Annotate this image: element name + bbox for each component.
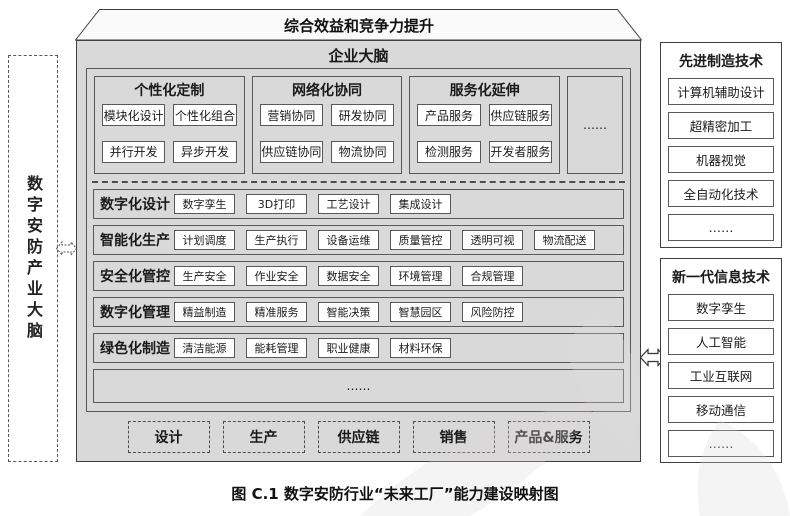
enterprise-brain-box: 企业大脑 个性化定制 模块化设计 个性化组合 并行开发 异步开发 网络化协同 [76, 40, 641, 462]
row-item: 能耗管理 [246, 338, 307, 358]
row-label: 数字化设计 [100, 197, 170, 213]
value-chain-row: 设计 生产 供应链 销售 产品&服务 [86, 421, 631, 453]
row-safety-control: 安全化管控 生产安全 作业安全 数据安全 环境管理 合规管理 [93, 261, 624, 291]
tech-item-ellipsis: …… [668, 214, 774, 241]
row-item: 智慧园区 [390, 302, 451, 322]
row-items: 生产安全 作业安全 数据安全 环境管理 合规管理 [174, 266, 523, 286]
chain-design: 设计 [127, 421, 210, 453]
category-item: 营销协同 [259, 104, 323, 127]
row-item: 材料环保 [390, 338, 451, 358]
row-items: 计划调度 生产执行 设备运维 质量管控 透明可视 物流配送 [174, 230, 595, 250]
row-item: 数据安全 [318, 266, 379, 286]
panel-title: 新一代信息技术 [672, 270, 770, 286]
chain-product-service: 产品&服务 [507, 421, 590, 453]
figure-caption: 图 C.1 数字安防行业“未来工厂”能力建设映射图 [231, 485, 559, 503]
capability-inner-box: 个性化定制 模块化设计 个性化组合 并行开发 异步开发 网络化协同 营销协同 研… [86, 68, 631, 412]
row-item: 风险防控 [462, 302, 523, 322]
row-item: 合规管理 [462, 266, 523, 286]
category-item: 模块化设计 [102, 104, 166, 127]
category-item: 开发者服务 [488, 140, 553, 163]
row-label: 智能化生产 [100, 233, 170, 249]
category-title: 服务化延伸 [449, 83, 520, 99]
row-item: 质量管控 [390, 230, 451, 250]
chain-sales: 销售 [412, 421, 495, 453]
row-label: 安全化管控 [100, 269, 170, 285]
benefit-banner: 综合效益和竞争力提升 [283, 17, 434, 35]
dashed-divider [92, 181, 625, 183]
row-item: 环境管理 [390, 266, 451, 286]
category-items: 产品服务 供应链服务 检测服务 开发者服务 [417, 100, 553, 167]
rows-ellipsis-box: …… [93, 369, 624, 403]
category-item: 产品服务 [417, 104, 481, 127]
category-title: 网络化协同 [292, 83, 362, 99]
tech-item: 人工智能 [668, 328, 774, 355]
advanced-manufacturing-panel: 先进制造技术 计算机辅助设计 超精密加工 机器视觉 全自动化技术 …… [660, 42, 782, 248]
row-item: 设备运维 [318, 230, 379, 250]
row-item: 精准服务 [246, 302, 307, 322]
row-item: 数字孪生 [174, 194, 235, 214]
row-item: 精益制造 [174, 302, 235, 322]
row-items: 数字孪生 3D打印 工艺设计 集成设计 [174, 194, 451, 214]
row-item: 物流配送 [534, 230, 595, 250]
row-item: 3D打印 [246, 194, 307, 214]
category-item: 异步开发 [173, 140, 237, 163]
row-label: 绿色化制造 [100, 341, 170, 357]
row-item: 生产执行 [246, 230, 307, 250]
category-item: 研发协同 [331, 104, 395, 127]
row-digital-management: 数字化管理 精益制造 精准服务 智能决策 智慧园区 风险防控 [93, 297, 624, 327]
row-intelligent-production: 智能化生产 计划调度 生产执行 设备运维 质量管控 透明可视 物流配送 [93, 225, 624, 255]
category-item: 供应链协同 [259, 140, 323, 163]
chain-supply: 供应链 [317, 421, 400, 453]
row-items: 清洁能源 能耗管理 职业健康 材料环保 [174, 338, 451, 358]
row-item: 计划调度 [174, 230, 235, 250]
row-items: 精益制造 精准服务 智能决策 智慧园区 风险防控 [174, 302, 523, 322]
capability-rows: 数字化设计 数字孪生 3D打印 工艺设计 集成设计 智能化生产 计划调度 生产执… [87, 183, 630, 409]
left-double-arrow-icon [56, 240, 77, 257]
tech-item: 超精密加工 [668, 112, 774, 139]
category-title: 个性化定制 [134, 83, 205, 99]
tech-item: 工业互联网 [668, 362, 774, 389]
row-item: 工艺设计 [318, 194, 379, 214]
tech-item-ellipsis: …… [668, 430, 774, 457]
category-service-extension: 服务化延伸 产品服务 供应链服务 检测服务 开发者服务 [409, 76, 561, 174]
enterprise-brain-title: 企业大脑 [328, 47, 389, 65]
chain-production: 生产 [222, 421, 305, 453]
row-item: 透明可视 [462, 230, 523, 250]
tech-item: 移动通信 [668, 396, 774, 423]
category-item: 物流协同 [331, 140, 395, 163]
tech-item: 机器视觉 [668, 146, 774, 173]
category-item: 个性化组合 [173, 104, 237, 127]
row-label: 数字化管理 [100, 305, 170, 321]
category-row: 个性化定制 模块化设计 个性化组合 并行开发 异步开发 网络化协同 营销协同 研… [87, 69, 630, 181]
category-items: 模块化设计 个性化组合 并行开发 异步开发 [102, 100, 237, 167]
row-item: 清洁能源 [174, 338, 235, 358]
row-item: 生产安全 [174, 266, 235, 286]
category-ellipsis-box: …… [567, 76, 624, 174]
category-item: 检测服务 [417, 140, 481, 163]
row-item: 作业安全 [246, 266, 307, 286]
category-item: 供应链服务 [488, 104, 553, 127]
category-personalized-customization: 个性化定制 模块化设计 个性化组合 并行开发 异步开发 [94, 76, 245, 174]
new-it-panel: 新一代信息技术 数字孪生 人工智能 工业互联网 移动通信 …… [660, 258, 782, 463]
tech-item: 计算机辅助设计 [668, 78, 774, 105]
panel-title: 先进制造技术 [679, 54, 763, 70]
row-item: 集成设计 [390, 194, 451, 214]
category-item: 并行开发 [102, 140, 166, 163]
industry-brain-label: 数字安防产业大脑 [24, 174, 43, 343]
industry-brain-panel: 数字安防产业大脑 [8, 55, 58, 462]
category-network-collaboration: 网络化协同 营销协同 研发协同 供应链协同 物流协同 [251, 76, 403, 174]
row-digital-design: 数字化设计 数字孪生 3D打印 工艺设计 集成设计 [93, 189, 624, 219]
row-green-manufacturing: 绿色化制造 清洁能源 能耗管理 职业健康 材料环保 [93, 333, 624, 363]
category-items: 营销协同 研发协同 供应链协同 物流协同 [259, 100, 395, 167]
row-item: 智能决策 [318, 302, 379, 322]
tech-item: 全自动化技术 [668, 180, 774, 207]
tech-item: 数字孪生 [668, 294, 774, 321]
row-item: 职业健康 [318, 338, 379, 358]
